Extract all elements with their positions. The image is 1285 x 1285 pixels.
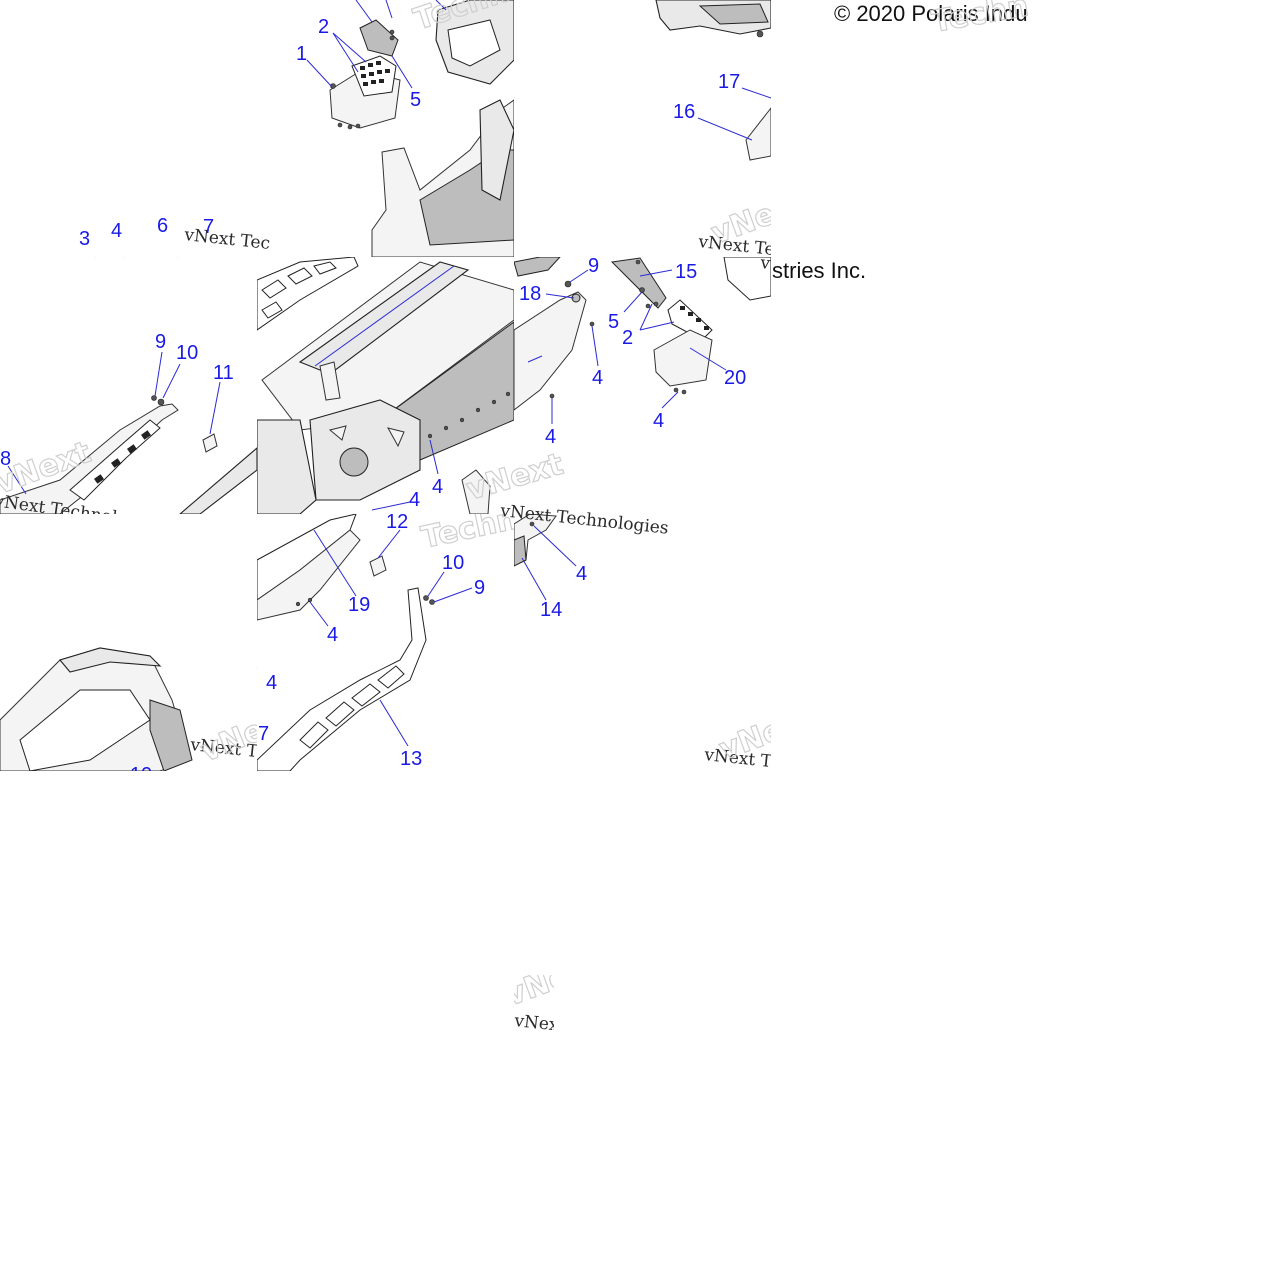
tile-left-running-board: vNext Technologies vNext [0,257,257,514]
top-edge-piece [514,257,561,277]
running-board-13-holes [299,665,405,749]
tunnel-edge-left [179,447,257,514]
watermark-ghost-7: vNext [463,447,568,508]
grate-holes-left [360,61,390,86]
callout-4b: 4 [592,367,603,389]
callout-13: 13 [400,748,422,770]
callout-9: 9 [155,331,166,353]
callout-10b: 10 [442,552,464,574]
side-panel-18 [514,291,587,411]
running-board-upper [257,257,359,331]
callout-3: 3 [79,228,90,250]
callout-4i: 4 [266,672,277,694]
callout-5: 5 [410,89,421,111]
tile-rear-bracket: vNext Tec vNext [514,514,771,771]
callout-4g: 4 [576,563,587,585]
copyright-text: © 2020 Polaris Indu [834,1,1028,26]
callout-19b: 19 [130,764,152,786]
bumper-bolt [756,30,764,38]
callout-12: 12 [386,511,408,533]
callout-7: 7 [203,216,214,238]
callout-1: 1 [296,43,307,65]
callout-20: 20 [724,367,746,389]
rear-bumper-shade [698,3,769,25]
watermark-script-8: vNext Technologies [512,1011,683,1049]
watermark-script-3: vNext Tec [182,225,271,254]
callout-4: 4 [111,220,122,242]
running-board-upper-holes [261,261,337,319]
bulkhead-cutout-2 [387,427,405,448]
callout-8: 8 [0,448,11,470]
fasteners-lower [295,595,435,607]
nut-9 [151,395,157,401]
callout-4h: 4 [327,624,338,646]
grate-right [667,299,713,341]
rear-bracket-14-shade [514,535,527,567]
rear-bumper-tube [59,647,162,673]
callout-9c: 9 [474,577,485,599]
tunnel-rivets [427,391,511,439]
heat-exchanger-seam [314,265,455,367]
callout-5b: 5 [608,311,619,333]
callout-4e: 4 [432,476,443,498]
access-cover-12 [369,555,387,577]
drive-shaft-cover [319,361,341,401]
callout-4c: 4 [545,426,556,448]
grate-holes-right [680,306,709,330]
tunnel-lower-edge [257,529,361,621]
running-board-grate-left [69,419,161,501]
callout-15: 15 [675,261,697,283]
watermark-ghost-9: vNext [501,947,606,1014]
callout-4f: 4 [409,489,420,511]
callout-10: 10 [176,342,198,364]
grate-right-top [723,257,771,301]
callout-2: 2 [318,16,329,38]
front-frame-grate [447,19,501,67]
bulkhead-plate [309,399,421,501]
callout-18: 18 [519,283,541,305]
tile-lower-running-board: Technologies [257,514,514,771]
callout-16: 16 [673,101,695,123]
running-board-holes-left [94,430,151,484]
tile-rear-bumper: vNext Tec vNext [0,647,257,771]
copyright-text-tail: stries Inc. [772,258,866,283]
callout-17: 17 [718,71,740,93]
washer-10 [157,398,165,406]
callout-19: 19 [348,594,370,616]
callout-labels: 1 2 5 17 16 3 4 6 7 9 10 11 8 9 15 18 5 … [0,16,746,786]
tile-center-tunnel [257,257,514,514]
fasteners-front-footwell [330,29,395,130]
steering-post [479,99,514,201]
bulkhead-cutout-1 [328,425,347,441]
footrest-bracket-right [653,329,713,387]
bulkhead-hole-large [339,447,369,477]
rear-bracket-14-top [461,469,491,514]
watermark-ghost-8: Technologies [929,0,1151,40]
handle-15 [610,257,667,309]
tile-right-footwell: vNext Tec [514,257,771,424]
fragment-watermark-bottom: vNext vNext Technologies [501,947,683,1049]
tile-left-top-labels: vNext Tec [182,225,271,254]
tile-front-footwell: Technologies [306,0,514,257]
trim-piece-16 [745,107,771,161]
fragment-copyright-right: stries Inc. [772,258,866,283]
callout-11: 11 [213,362,234,384]
callout-9b: 9 [588,255,599,277]
toe-hold-plate [359,19,399,57]
front-frame-left-lower [257,419,317,514]
callout-4d: 4 [653,410,664,432]
fragment-copyright-top: © 2020 Polaris Indu Technologies [834,0,1151,40]
callout-6: 6 [157,215,168,237]
callout-7b: 7 [258,723,269,745]
snowflap-10 [149,699,193,771]
tile-rear-step: vNext Technologies vNext [655,0,771,257]
callout-14: 14 [540,599,562,621]
fasteners-right [549,259,687,399]
access-cover-11 [202,433,218,453]
running-board-13 [257,587,427,771]
rear-bracket-bolt [529,521,535,527]
callout-2b: 2 [622,327,633,349]
